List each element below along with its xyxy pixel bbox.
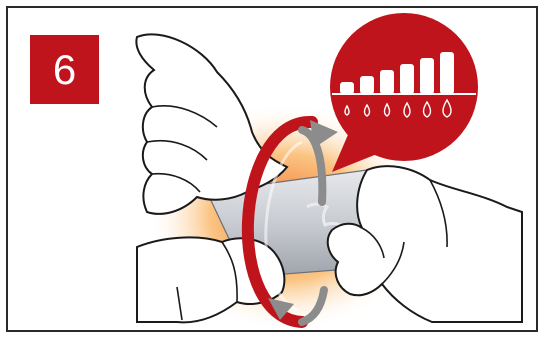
dose-level-bubble <box>330 13 478 172</box>
instruction-panel: 6 <box>6 6 538 332</box>
step-number-badge: 6 <box>30 35 99 104</box>
